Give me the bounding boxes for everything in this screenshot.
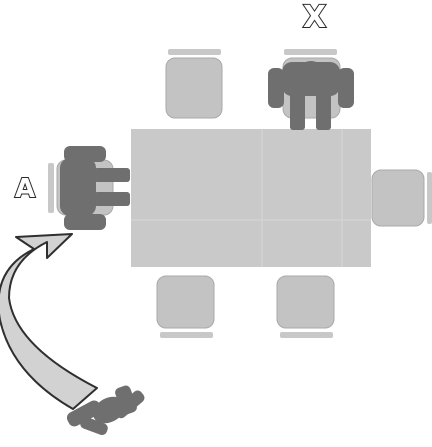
meeting-table (131, 129, 371, 267)
walking-person (66, 385, 145, 436)
chair-bottom-left (156, 275, 215, 338)
seated-person-left (60, 146, 130, 230)
person-top-label: X (303, 0, 326, 35)
movement-arrow (0, 233, 98, 410)
chair-top-left (165, 49, 223, 119)
chair-right (371, 169, 432, 227)
chair-bottom-right (276, 275, 335, 338)
seated-person-top (268, 61, 354, 130)
person-left-label: A (15, 174, 35, 204)
